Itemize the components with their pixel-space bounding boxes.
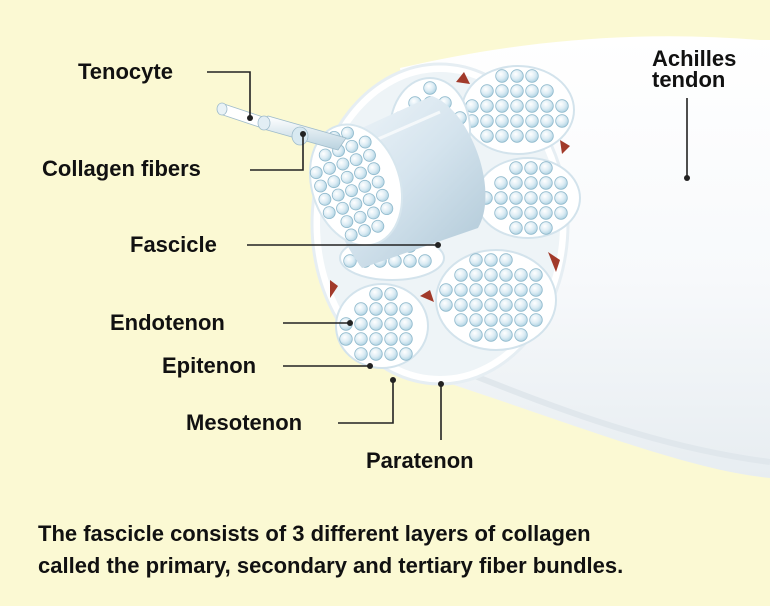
caption-line1: The fascicle consists of 3 different lay…: [38, 518, 623, 550]
label-achilles-line1: Achilles: [652, 48, 736, 69]
label-epitenon: Epitenon: [162, 354, 256, 378]
label-achilles-tendon: Achilles tendon: [652, 48, 736, 90]
label-tenocyte: Tenocyte: [78, 60, 173, 84]
figure-caption: The fascicle consists of 3 different lay…: [38, 518, 623, 582]
label-mesotenon: Mesotenon: [186, 411, 302, 435]
label-endotenon: Endotenon: [110, 311, 225, 335]
caption-line2: called the primary, secondary and tertia…: [38, 550, 623, 582]
secondary-bundle: [436, 250, 556, 350]
secondary-bundle: [336, 284, 428, 368]
label-fascicle: Fascicle: [130, 233, 217, 257]
label-paratenon: Paratenon: [366, 449, 474, 473]
secondary-bundle: [476, 158, 580, 238]
secondary-bundle: [462, 66, 574, 154]
label-achilles-line2: tendon: [652, 69, 736, 90]
label-collagen-fibers: Collagen fibers: [42, 157, 201, 181]
